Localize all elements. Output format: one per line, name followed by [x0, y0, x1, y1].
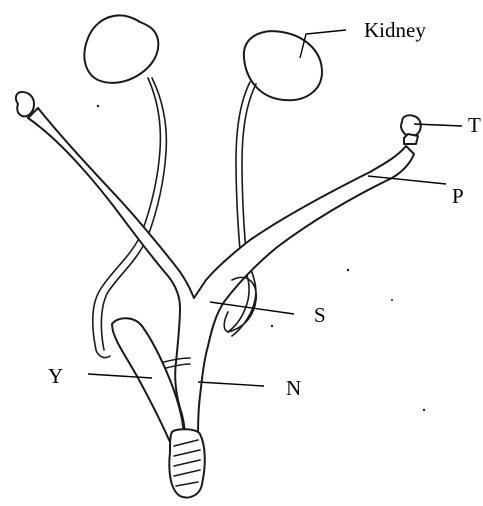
label-t: T	[468, 115, 481, 136]
right-ureter	[228, 82, 250, 332]
label-n: N	[286, 378, 301, 399]
right-kidney	[244, 31, 322, 100]
right-tip-stalk	[404, 134, 418, 144]
left-testis	[16, 92, 34, 116]
leader-n	[198, 382, 264, 386]
speck	[97, 105, 99, 107]
speck	[271, 325, 273, 327]
label-s: S	[314, 305, 326, 326]
structure-y	[112, 318, 184, 445]
left-ureter-inner	[101, 78, 166, 350]
label-p: P	[452, 186, 464, 207]
label-y: Y	[48, 366, 63, 387]
speck	[423, 409, 425, 411]
left-kidney	[84, 15, 158, 82]
speck	[347, 269, 349, 271]
label-kidney: Kidney	[364, 20, 426, 41]
speck	[391, 299, 393, 301]
reproductive-duct-body	[28, 108, 414, 446]
right-ureter-inner	[232, 84, 256, 336]
right-testis	[401, 115, 421, 136]
